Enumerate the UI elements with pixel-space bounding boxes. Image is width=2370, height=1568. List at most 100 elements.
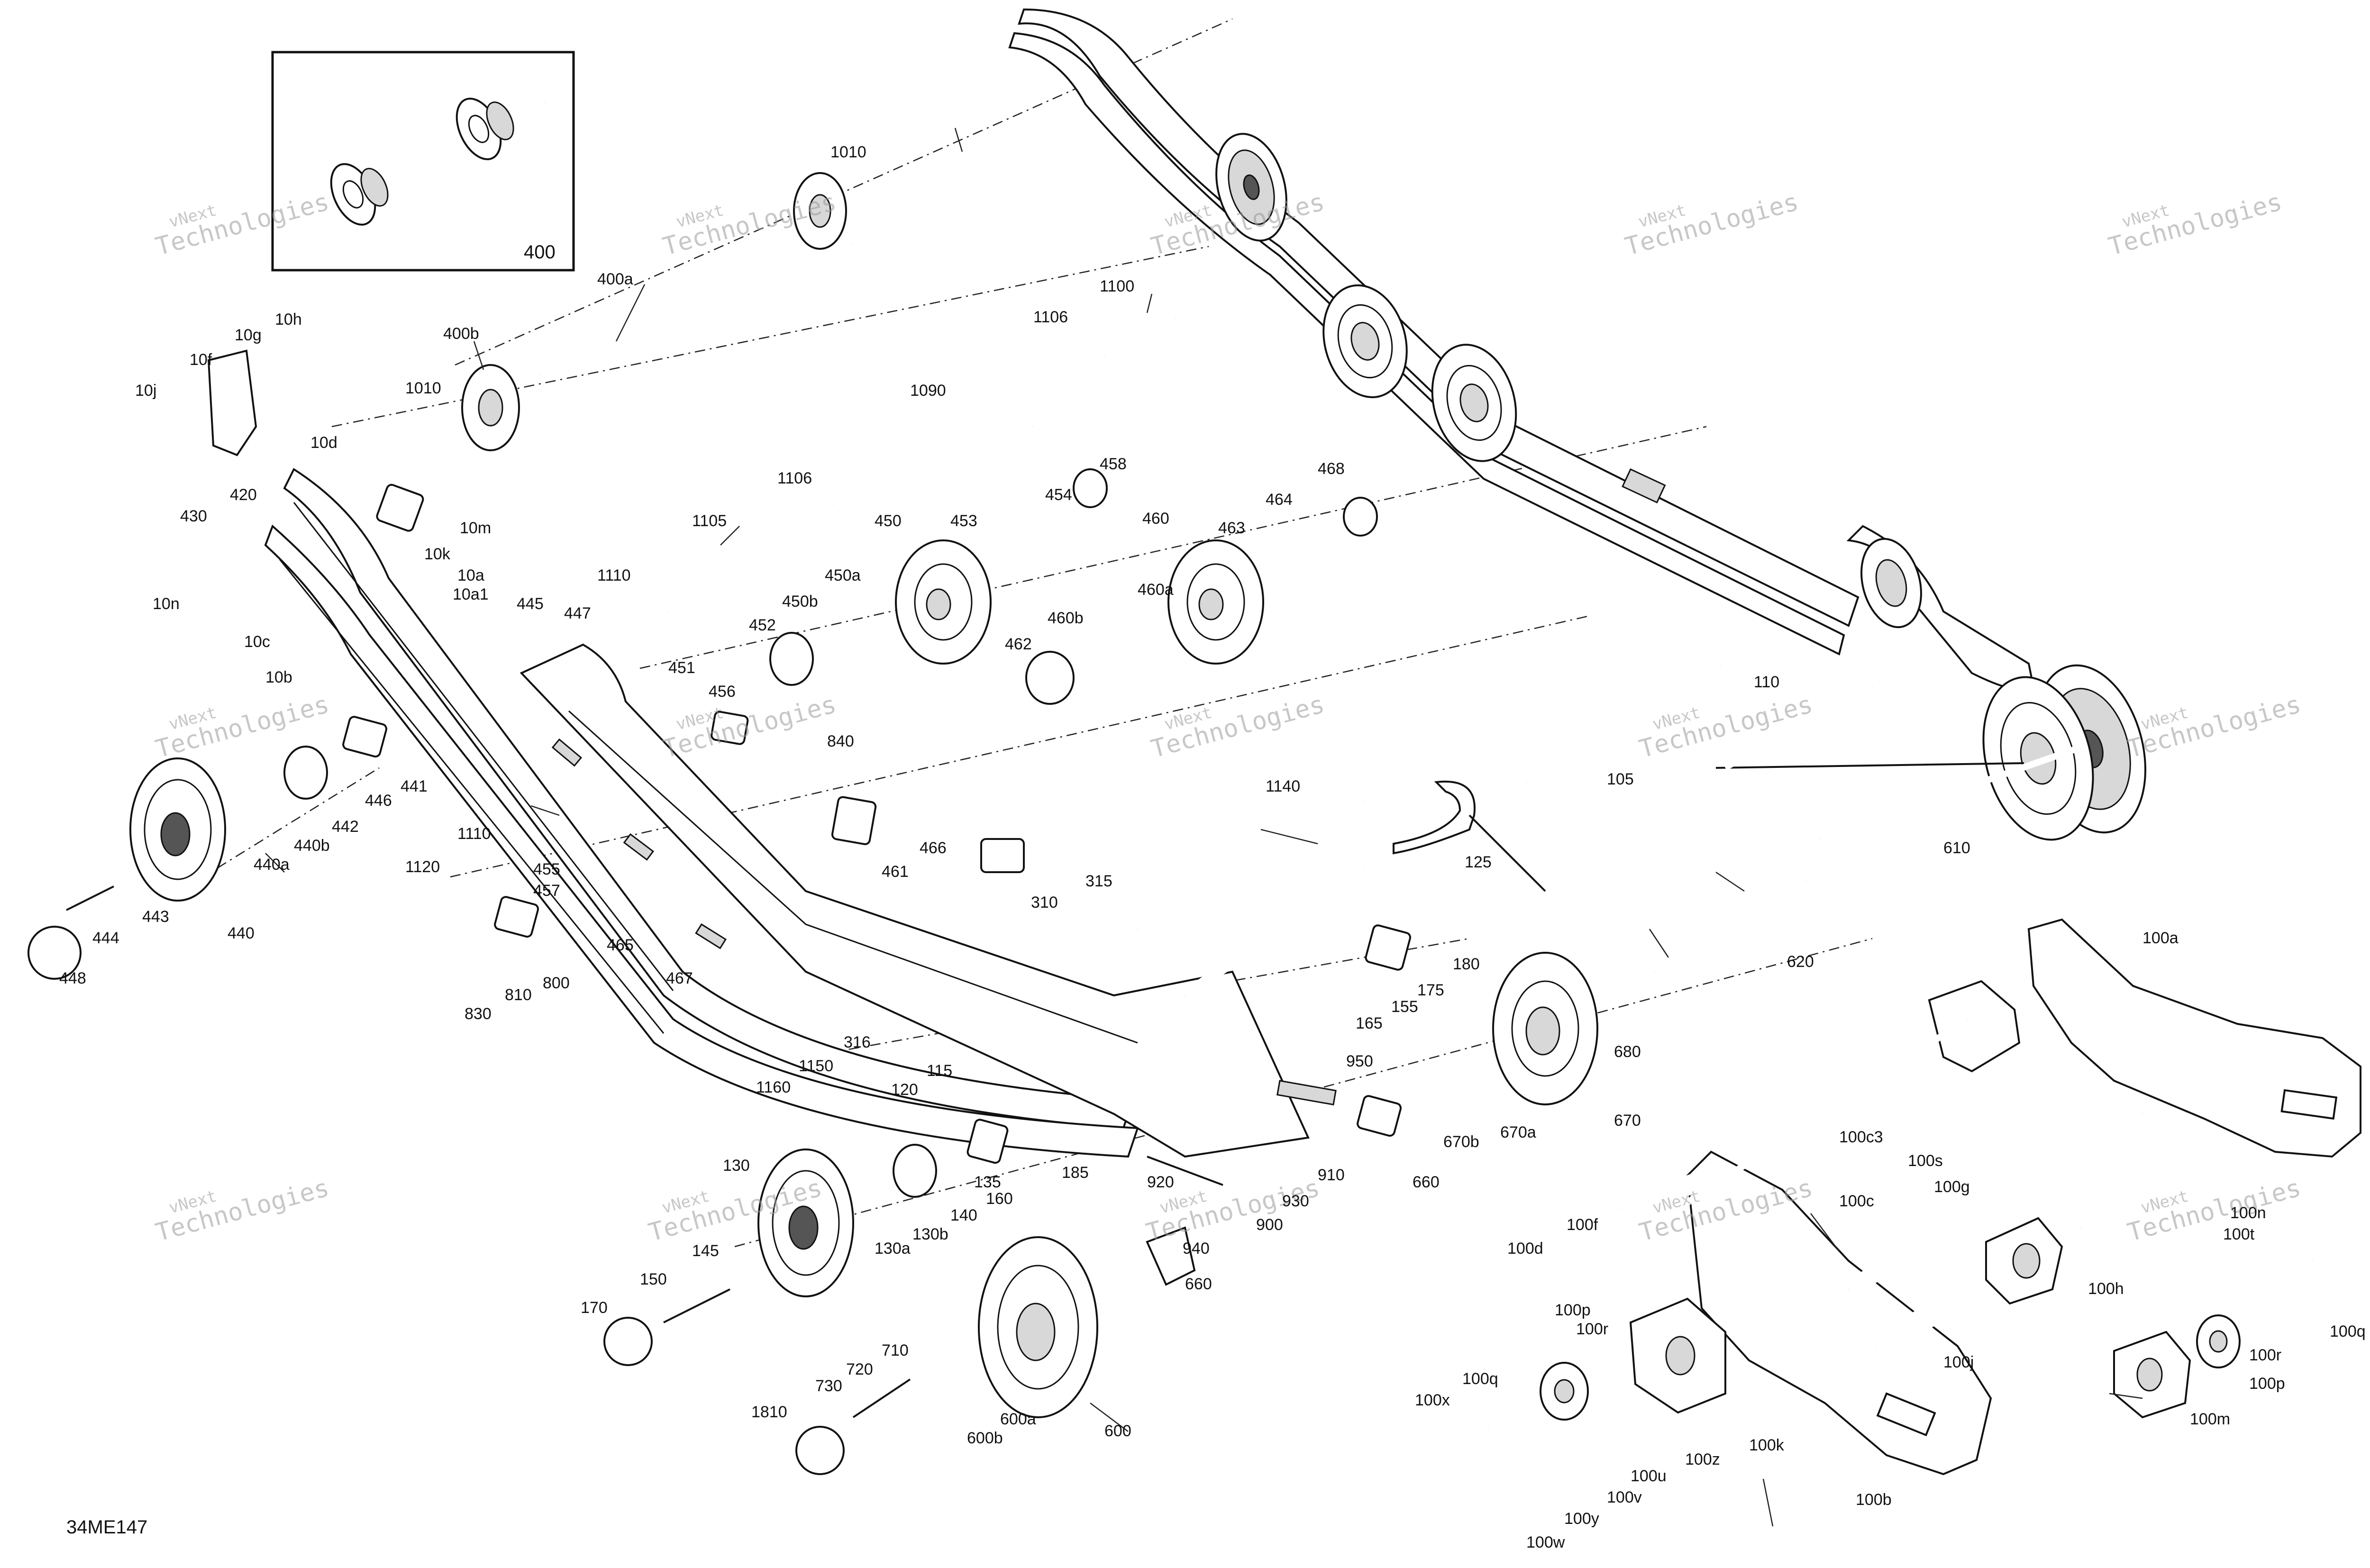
wheel-rear-right-upper	[1860, 538, 1922, 629]
wheel-130	[757, 1149, 854, 1297]
callout-140: 140	[950, 1206, 977, 1224]
callout-100d: 100d	[1507, 1240, 1543, 1258]
callout-1140: 1140	[1266, 777, 1300, 795]
center-frame	[520, 643, 1337, 1158]
callout-452: 452	[749, 616, 776, 634]
wheel-600	[978, 1236, 1098, 1418]
callout-451: 451	[668, 659, 695, 677]
callout-446: 446	[365, 792, 392, 810]
callout-465: 465	[607, 936, 634, 954]
wheel-upper-3	[1431, 344, 1517, 462]
callout-920: 920	[1147, 1173, 1174, 1191]
diagram-reference-code: 34ME147	[66, 1517, 147, 1538]
callout-443: 443	[142, 908, 169, 926]
callout-185: 185	[1062, 1164, 1089, 1182]
wheel-rear-inner	[1982, 676, 2094, 841]
callout-115: 115	[927, 1062, 952, 1080]
callout-830: 830	[465, 1005, 492, 1023]
callout-600: 600	[1104, 1422, 1131, 1440]
callout-180: 180	[1453, 955, 1480, 973]
callout-316: 316	[844, 1033, 871, 1051]
callout-600b: 600b	[967, 1429, 1003, 1447]
callout-1110a: 1110	[597, 566, 631, 584]
callout-464: 464	[1266, 491, 1293, 509]
callout-450: 450	[875, 512, 902, 530]
callout-930: 930	[1282, 1192, 1309, 1210]
callout-130a: 130a	[875, 1240, 911, 1258]
callout-10a: 10a	[457, 566, 484, 584]
callout-600a: 600a	[1000, 1410, 1036, 1428]
wheel-670	[1492, 952, 1598, 1105]
pivot-block-100k	[1629, 1297, 1726, 1414]
callout-660a: 660	[1413, 1173, 1440, 1191]
callout-100q: 100q	[2330, 1322, 2366, 1340]
callout-940: 940	[1183, 1240, 1210, 1258]
callout-1110b: 1110	[457, 825, 491, 843]
callout-120: 120	[891, 1081, 918, 1099]
callout-100a: 100a	[2142, 929, 2179, 947]
callout-620: 620	[1787, 953, 1814, 971]
callout-468: 468	[1318, 460, 1345, 478]
leader-lines	[265, 128, 2143, 1527]
callout-1106b: 1106	[777, 469, 812, 487]
callout-670a: 670a	[1500, 1123, 1536, 1141]
callout-1106a: 1106	[1033, 308, 1068, 326]
callout-1010b: 1010	[405, 379, 441, 397]
callout-150: 150	[640, 1270, 667, 1288]
callout-450a: 450a	[825, 566, 861, 584]
callout-10f: 10f	[190, 351, 212, 369]
callout-440: 440	[228, 924, 255, 942]
callout-950: 950	[1346, 1052, 1373, 1070]
callout-10m: 10m	[460, 519, 491, 537]
callout-110: 110	[1754, 673, 1779, 691]
shafts	[539, 241, 2078, 1000]
callout-105: 105	[1607, 770, 1634, 788]
callout-442: 442	[332, 818, 359, 836]
callout-100u: 100u	[1631, 1467, 1667, 1485]
callout-910: 910	[1318, 1166, 1345, 1184]
callout-1105: 1105	[692, 512, 727, 530]
callout-100h: 100h	[2088, 1280, 2124, 1298]
callout-456: 456	[709, 683, 736, 701]
callout-730: 730	[815, 1377, 842, 1395]
callout-100j: 100j	[1943, 1353, 1974, 1371]
callout-100z: 100z	[1685, 1450, 1720, 1468]
callout-457: 457	[533, 882, 560, 900]
callout-100f: 100f	[1567, 1216, 1598, 1234]
callout-100v: 100v	[1607, 1488, 1642, 1506]
inset-label: 400	[524, 242, 556, 263]
callout-420: 420	[230, 486, 257, 504]
wheel-upper-2	[1322, 284, 1408, 398]
callout-100c: 100c	[1839, 1192, 1874, 1210]
callout-460b: 460b	[1048, 609, 1084, 627]
callout-165: 165	[1356, 1014, 1383, 1032]
callout-130: 130	[723, 1157, 750, 1175]
callout-130b: 130b	[912, 1225, 948, 1243]
callout-10k: 10k	[424, 545, 451, 563]
callout-100s: 100s	[1908, 1152, 1943, 1170]
pivot-block-100h	[1985, 1217, 2063, 1305]
callout-100r: 100r	[2249, 1346, 2281, 1364]
rear-arm-assembly	[1486, 918, 2361, 1476]
inset-axle-assembly: 400	[271, 51, 575, 272]
callout-175: 175	[1417, 981, 1444, 999]
callout-810: 810	[505, 986, 532, 1004]
callout-135: 135	[974, 1173, 1001, 1191]
callout-100w: 100w	[1526, 1533, 1565, 1551]
callout-660b: 660	[1185, 1275, 1212, 1293]
callout-430: 430	[180, 507, 207, 525]
callout-466: 466	[920, 839, 947, 857]
callout-680: 680	[1614, 1043, 1641, 1061]
callout-100c3: 100c3	[1839, 1128, 1883, 1146]
callout-100p: 100p	[2249, 1375, 2285, 1393]
hardware	[27, 349, 1546, 1475]
callout-100k: 100k	[1749, 1436, 1785, 1454]
callout-670: 670	[1614, 1112, 1641, 1130]
callout-455: 455	[533, 860, 560, 878]
callout-450b: 450b	[782, 593, 818, 611]
callout-444: 444	[92, 929, 119, 947]
callout-10g: 10g	[235, 326, 262, 344]
callout-1160: 1160	[756, 1078, 791, 1096]
callout-125: 125	[1465, 853, 1492, 871]
